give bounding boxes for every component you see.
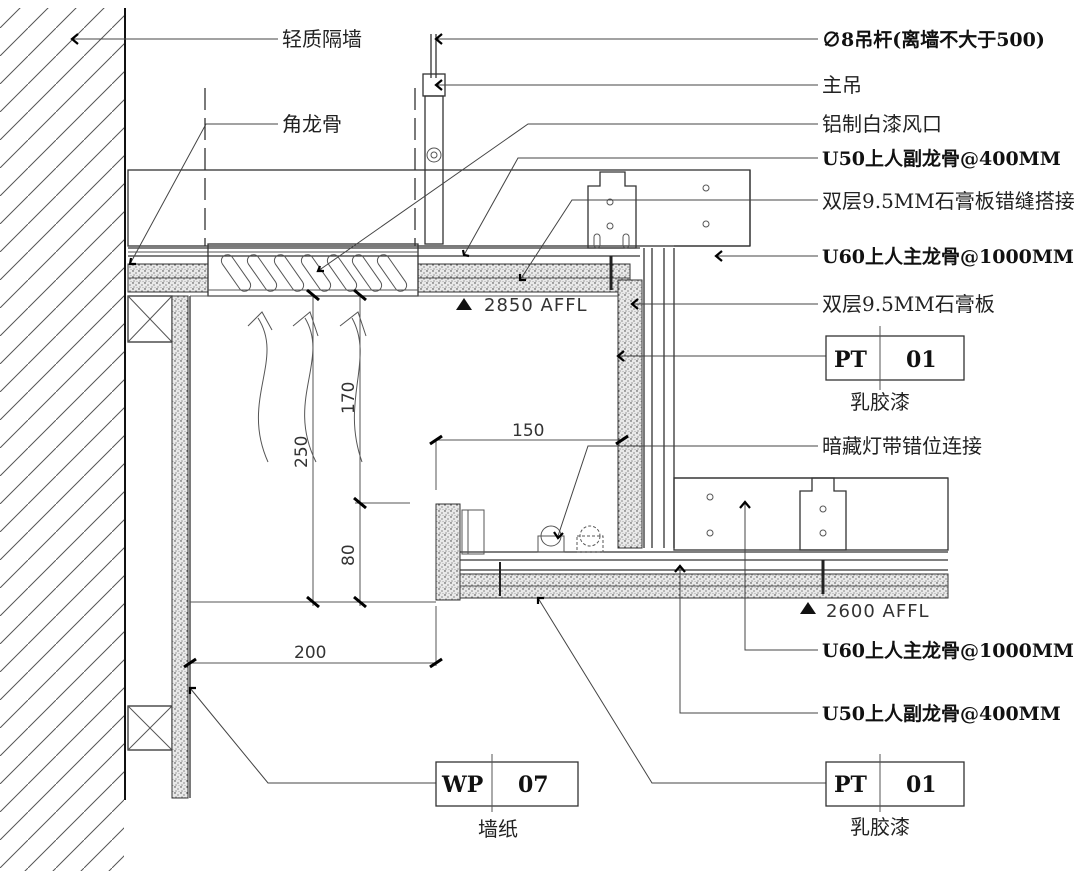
tag-description: 乳胶漆 [850,390,910,414]
bulkhead-vertical [617,170,948,549]
label-u60-top: U60上人主龙骨@1000MM [822,245,1074,268]
label-double-board-staggered: 双层9.5MM石膏板错缝搭接 [822,189,1075,213]
tag-code: PT [834,772,868,798]
elevation-upper-text: 2850 AFFL [484,295,588,316]
tag-code: WP [441,772,483,798]
elevation-marker-upper: 2850 AFFL [456,295,588,316]
air-vent [207,243,419,297]
leader-lines [70,33,826,784]
material-tag-pt-01-lower: PT 01 乳胶漆 [825,754,965,839]
material-tag-wp-07: WP 07 墙纸 [435,754,579,841]
elevation-marker-lower: 2600 AFFL [800,601,930,622]
tag-description: 墙纸 [478,817,518,841]
label-u60-bottom: U60上人主龙骨@1000MM [822,639,1074,662]
label-main-hanger: 主吊 [822,73,862,97]
partition-wall [0,8,126,871]
wall-blocking [127,295,173,751]
dim-170: 170 [339,382,359,414]
wall-gypsum-board [171,295,189,799]
label-u50-top: U50上人副龙骨@400MM [822,147,1061,170]
upper-hanger-bracket [587,171,710,290]
hanger-rod [422,34,446,245]
dimension-labels: 250 170 80 150 200 [292,382,544,663]
label-light-partition: 轻质隔墙 [282,27,362,51]
label-double-board: 双层9.5MM石膏板 [822,292,995,316]
dim-200: 200 [294,643,326,663]
label-u50-bottom: U50上人副龙骨@400MM [822,702,1061,725]
tag-code: PT [834,347,868,373]
label-hanger-rod: ∅8吊杆(离墙不大于500) [822,28,1045,51]
airflow-arrows [247,311,367,463]
upper-ceiling-structure [127,88,751,293]
callout-labels: 轻质隔墙 ∅8吊杆(离墙不大于500) 主吊 角龙骨 铝制白漆风口 U50上人副… [282,27,1075,725]
elevation-lower-text: 2600 AFFL [826,601,930,622]
dim-250: 250 [292,436,312,468]
tag-number: 01 [906,772,937,798]
dimension-lines [183,288,629,669]
lower-ceiling-structure [459,477,949,599]
label-air-vent: 铝制白漆风口 [822,112,942,136]
light-trough [435,503,604,601]
dim-150: 150 [512,421,544,441]
tag-number: 07 [518,772,549,798]
tag-description: 乳胶漆 [850,815,910,839]
label-light-strip: 暗藏灯带错位连接 [822,434,982,458]
material-tag-pt-01-upper: PT 01 乳胶漆 [825,326,965,414]
label-corner-keel: 角龙骨 [282,112,342,136]
dim-80: 80 [339,544,359,566]
tag-number: 01 [906,347,937,373]
